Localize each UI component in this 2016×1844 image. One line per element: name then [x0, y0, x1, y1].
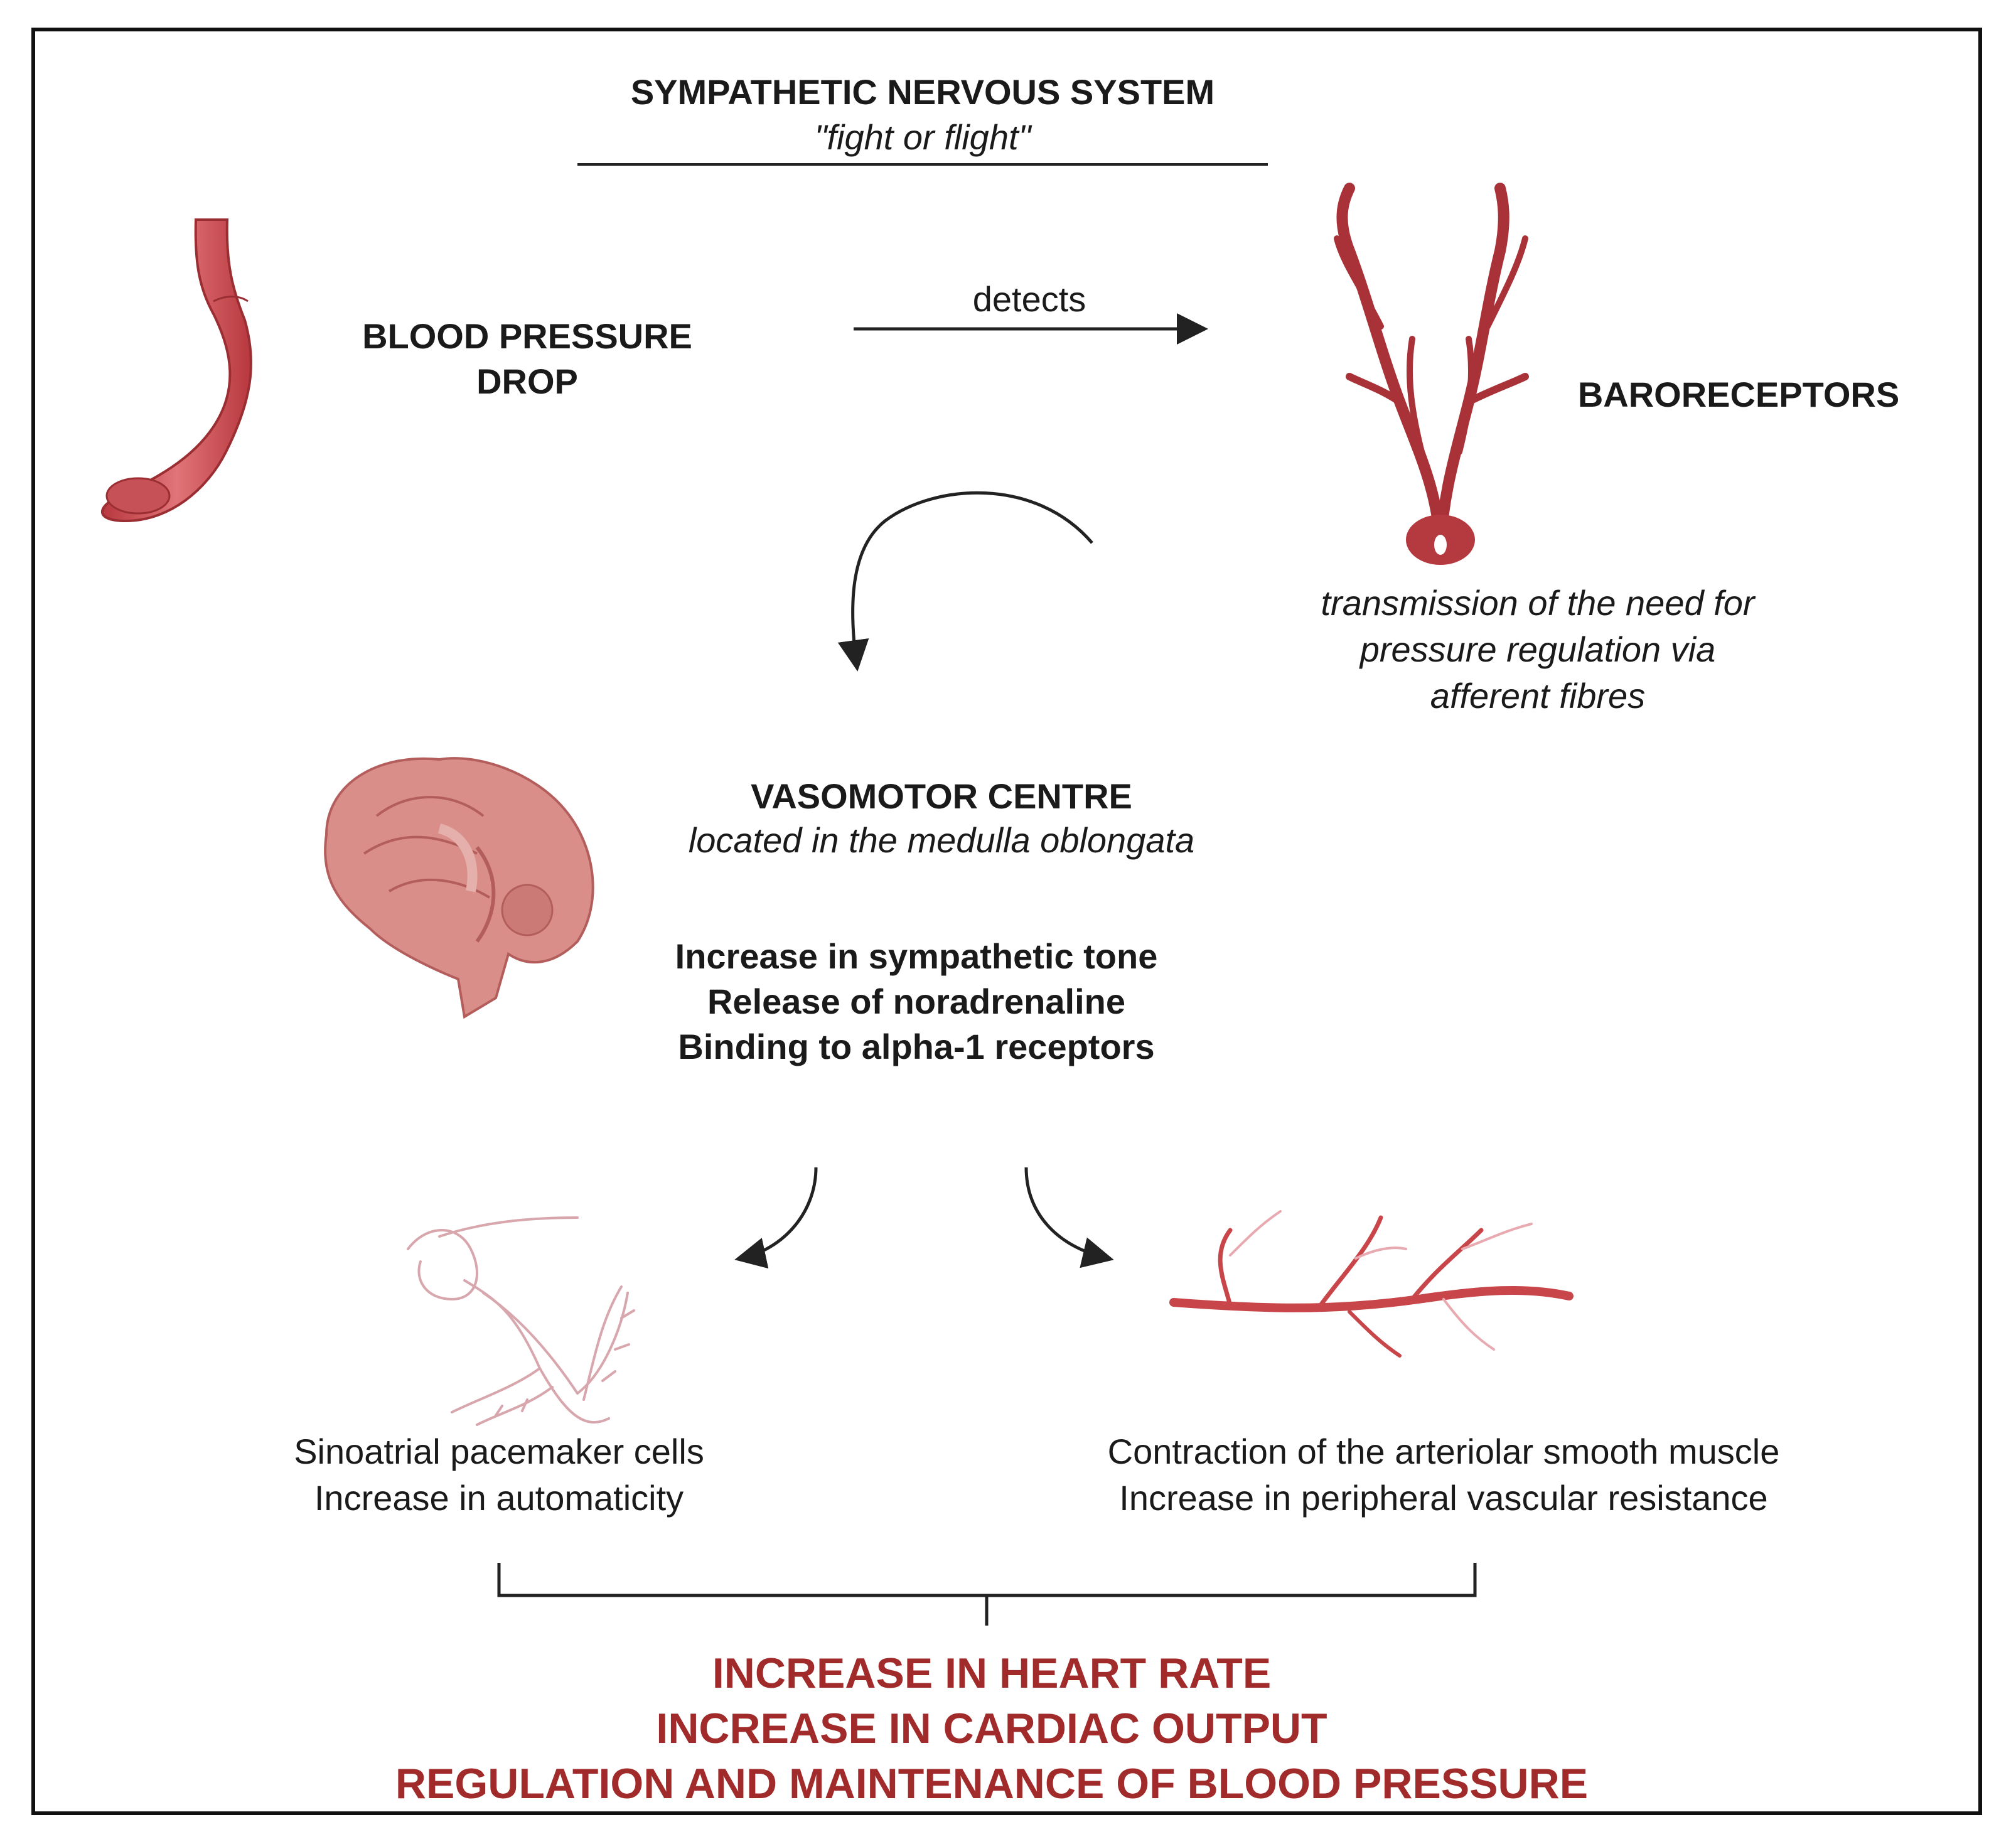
sa-node-line-1: Sinoatrial pacemaker cells [294, 1432, 704, 1471]
outcome-blood-pressure: REGULATION AND MAINTENANCE OF BLOOD PRES… [395, 1760, 1589, 1808]
arrow-to-sa-node [734, 1167, 818, 1269]
sa-node-text: Sinoatrial pacemaker cells Increase in a… [239, 1429, 759, 1521]
page-subtitle: "fight or flight" [814, 117, 1031, 157]
vasomotor-effect-3: Binding to alpha-1 receptors [678, 1027, 1155, 1066]
outcomes: INCREASE IN HEART RATE INCREASE IN CARDI… [163, 1646, 1820, 1811]
outcome-heart-rate: INCREASE IN HEART RATE [712, 1649, 1272, 1697]
baroreceptors-description: transmission of the need for pressure re… [1218, 580, 1858, 719]
stimulus-line-1: BLOOD PRESSURE [362, 316, 692, 356]
baroreceptors-desc-line-3: afferent fibres [1430, 676, 1646, 716]
diagram-frame [31, 28, 1982, 1815]
arteriole-line-1: Contraction of the arteriolar smooth mus… [1107, 1432, 1780, 1471]
baroreceptors-title: BARORECEPTORS [1577, 375, 1900, 414]
arteriole-icon [1169, 1210, 1574, 1358]
arteriole-text: Contraction of the arteriolar smooth mus… [1036, 1429, 1852, 1521]
heart-conduction-icon [407, 1216, 635, 1426]
blood-vessel-icon [100, 218, 252, 523]
stimulus-label: BLOOD PRESSURE DROP [326, 314, 728, 404]
sa-node-line-2: Increase in automaticity [314, 1478, 684, 1518]
arrow-to-arteriole [1024, 1167, 1114, 1268]
outcome-cardiac-output: INCREASE IN CARDIAC OUTPUT [656, 1705, 1327, 1752]
baroreceptors-desc-line-1: transmission of the need for [1321, 583, 1755, 623]
page-title: SYMPATHETIC NERVOUS SYSTEM [630, 72, 1215, 112]
brain-icon [324, 757, 594, 1019]
arteriole-line-2: Increase in peripheral vascular resistan… [1119, 1478, 1768, 1518]
vasomotor-effect-2: Release of noradrenaline [707, 982, 1125, 1021]
convergence-bracket [497, 1563, 1477, 1626]
vasomotor-effect-1: Increase in sympathetic tone [675, 936, 1158, 976]
vasomotor-subtitle: located in the medulla oblongata [688, 820, 1195, 860]
vasomotor-title: VASOMOTOR CENTRE [751, 776, 1132, 816]
detects-label: detects [972, 279, 1086, 319]
vasomotor-effects: Increase in sympathetic tone Release of … [603, 934, 1230, 1069]
baroreceptors-desc-line-2: pressure regulation via [1359, 630, 1716, 669]
feedback-curve-arrow [837, 491, 1093, 672]
stimulus-line-2: DROP [476, 362, 578, 401]
baroreceptor-vessels-icon [1334, 183, 1529, 552]
